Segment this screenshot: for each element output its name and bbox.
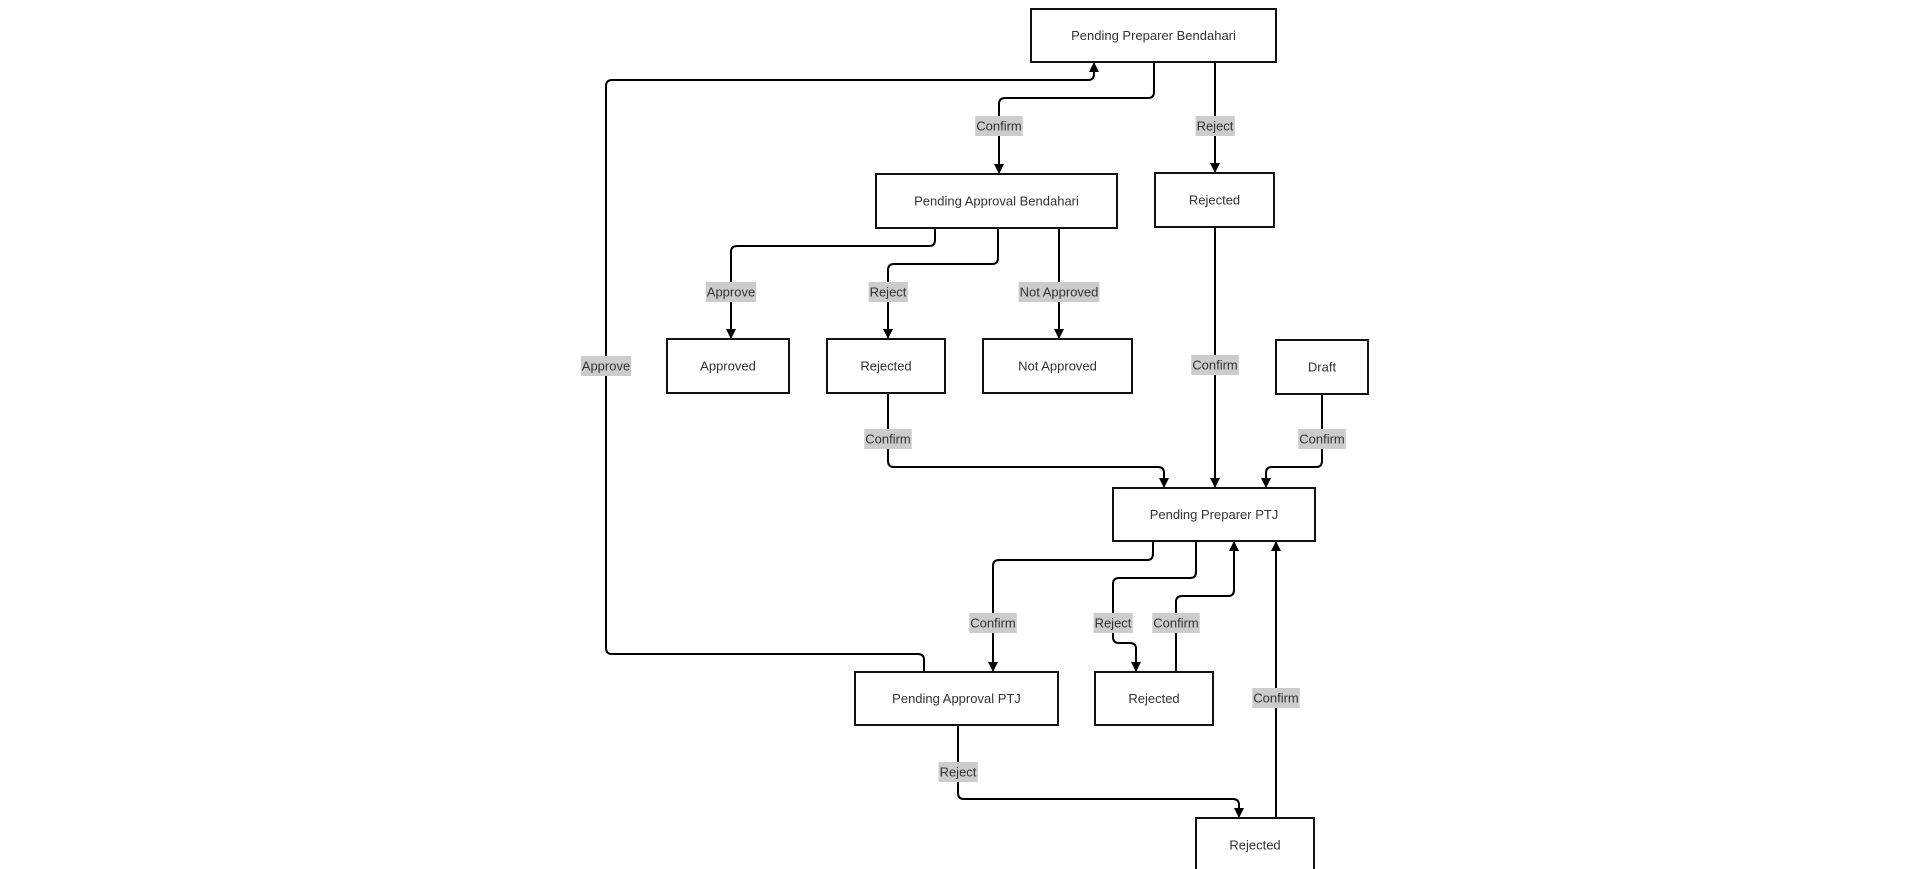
- state-node-box[interactable]: [666, 338, 790, 394]
- state-node-box[interactable]: [1275, 339, 1369, 395]
- edge-label: Reject: [938, 762, 978, 782]
- state-node-label: Rejected: [1189, 193, 1240, 208]
- state-node-box[interactable]: [854, 671, 1059, 726]
- edge-label-text: Confirm: [865, 432, 911, 447]
- state-node-label: Rejected: [1128, 691, 1179, 706]
- edge-pab-to-rej2[interactable]: [883, 227, 999, 339]
- edge-label-background: [1195, 116, 1235, 136]
- edge-label-background: [969, 613, 1017, 633]
- edge-label-text: Confirm: [976, 119, 1022, 134]
- state-node-label: Draft: [1308, 360, 1337, 375]
- edge-label-text: Reject: [1095, 616, 1132, 631]
- state-node-pab[interactable]: Pending Approval Bendahari: [875, 173, 1118, 229]
- state-node-label: Rejected: [1229, 838, 1280, 853]
- edge-label-text: Confirm: [1153, 616, 1199, 631]
- edge-label-text: Confirm: [970, 616, 1016, 631]
- edge-label: Approve: [705, 282, 757, 302]
- edge-label-text: Approve: [707, 285, 755, 300]
- state-node-label: Pending Preparer Bendahari: [1071, 28, 1236, 43]
- edge-label-text: Confirm: [1299, 432, 1345, 447]
- edge-label: Confirm: [1191, 355, 1239, 375]
- edge-label-text: Reject: [1197, 119, 1234, 134]
- edge-pap-to-rej4[interactable]: [957, 724, 1244, 818]
- state-node-box[interactable]: [1195, 817, 1315, 869]
- edge-rej2-to-ppp[interactable]: [887, 392, 1169, 488]
- state-node-draft[interactable]: Draft: [1275, 339, 1369, 395]
- edge-label-background: [1018, 282, 1100, 302]
- edge-rej3-to-ppp[interactable]: [1175, 541, 1239, 673]
- edge-label: Approve: [580, 356, 632, 376]
- state-node-label: Pending Approval PTJ: [892, 691, 1021, 706]
- edge-label-background: [1298, 429, 1346, 449]
- state-node-box[interactable]: [1094, 671, 1214, 726]
- edge-ppp-to-pap[interactable]: [988, 540, 1154, 672]
- state-node-label: Pending Preparer PTJ: [1150, 507, 1279, 522]
- state-node-box[interactable]: [875, 173, 1118, 229]
- edge-label-background: [580, 356, 632, 376]
- state-node-label: Rejected: [860, 359, 911, 374]
- state-node-box[interactable]: [1154, 172, 1275, 228]
- edge-label-background: [868, 282, 908, 302]
- edge-label: Confirm: [864, 429, 912, 449]
- edge-label: Not Approved: [1018, 282, 1100, 302]
- edge-label-background: [1152, 613, 1200, 633]
- edge-ppb-to-pab[interactable]: [994, 61, 1155, 174]
- edge-label-background: [1191, 355, 1239, 375]
- edge-label: Reject: [1093, 613, 1133, 633]
- state-node-box[interactable]: [1030, 8, 1277, 63]
- state-node-label: Not Approved: [1018, 359, 1097, 374]
- state-node-box[interactable]: [826, 338, 946, 394]
- edge-label-background: [975, 116, 1023, 136]
- edge-label-text: Confirm: [1253, 691, 1299, 706]
- state-node-pap[interactable]: Pending Approval PTJ: [854, 671, 1059, 726]
- state-node-box[interactable]: [1112, 487, 1316, 542]
- edge-label-text: Reject: [940, 765, 977, 780]
- edge-label-background: [705, 282, 757, 302]
- edge-label: Confirm: [1298, 429, 1346, 449]
- edge-label: Confirm: [975, 116, 1023, 136]
- edge-label-background: [938, 762, 978, 782]
- state-node-approved[interactable]: Approved: [666, 338, 790, 394]
- state-node-rej4[interactable]: Rejected: [1195, 817, 1315, 869]
- edge-label: Confirm: [1252, 688, 1300, 708]
- state-node-rej1[interactable]: Rejected: [1154, 172, 1275, 228]
- edge-draft-to-ppp[interactable]: [1261, 393, 1323, 488]
- edge-label-text: Approve: [582, 359, 630, 374]
- edge-ppp-to-rej3[interactable]: [1112, 540, 1197, 672]
- edge-label: Reject: [868, 282, 908, 302]
- state-node-ppb[interactable]: Pending Preparer Bendahari: [1030, 8, 1277, 63]
- state-node-label: Approved: [700, 359, 756, 374]
- state-node-label: Pending Approval Bendahari: [914, 194, 1079, 209]
- edge-label-background: [1252, 688, 1300, 708]
- edge-label-background: [1093, 613, 1133, 633]
- edge-label-text: Not Approved: [1020, 285, 1099, 300]
- edge-pab-to-approved[interactable]: [726, 227, 936, 339]
- edge-label-text: Confirm: [1192, 358, 1238, 373]
- edge-label-background: [864, 429, 912, 449]
- edge-label: Confirm: [1152, 613, 1200, 633]
- state-node-rej2[interactable]: Rejected: [826, 338, 946, 394]
- edge-label: Reject: [1195, 116, 1235, 136]
- state-node-box[interactable]: [982, 338, 1133, 394]
- edge-label-text: Reject: [870, 285, 907, 300]
- state-node-notapproved[interactable]: Not Approved: [982, 338, 1133, 394]
- state-node-ppp[interactable]: Pending Preparer PTJ: [1112, 487, 1316, 542]
- state-node-rej3[interactable]: Rejected: [1094, 671, 1214, 726]
- edge-label: Confirm: [969, 613, 1017, 633]
